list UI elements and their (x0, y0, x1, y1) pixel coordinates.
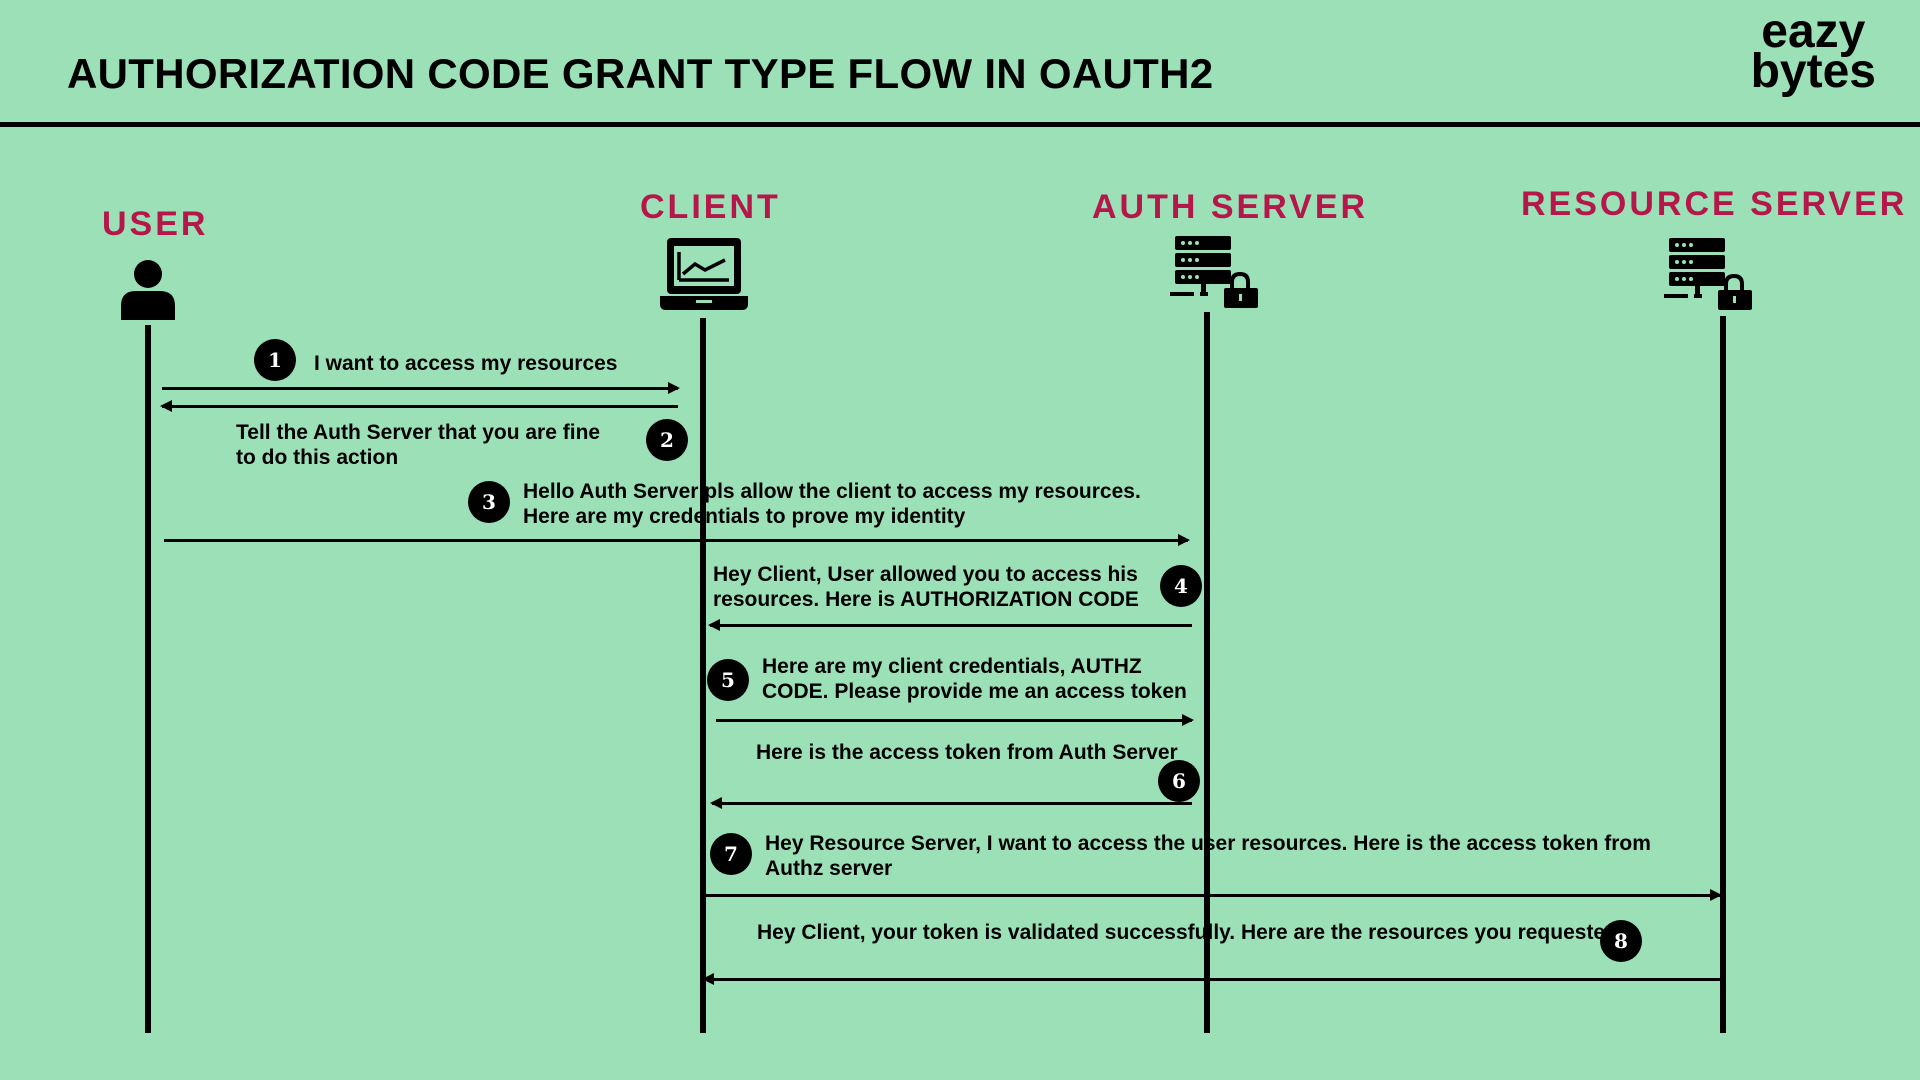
message-arrow (708, 619, 1192, 630)
actor-label-auth-server: AUTH SERVER (1092, 188, 1369, 226)
step-number-badge: 3 (468, 481, 510, 523)
step-message: Here are my client credentials, AUTHZ CO… (762, 654, 1187, 704)
message-arrow (716, 714, 1194, 725)
step-message: I want to access my resources (314, 351, 618, 376)
step-message-line: Here is the access token from Auth Serve… (756, 741, 1178, 764)
user-icon (121, 260, 175, 320)
step-number-badge: 7 (710, 833, 752, 875)
actor-label-user: USER (102, 205, 209, 243)
step-message: Hey Resource Server, I want to access th… (765, 831, 1651, 881)
actor-label-resource-server: RESOURCE SERVER (1521, 185, 1908, 223)
step-message: Hey Client, your token is validated succ… (757, 920, 1605, 945)
resource-server-lifeline (1720, 316, 1726, 1033)
step-message-line: CODE. Please provide me an access token (762, 680, 1187, 703)
step-number-badge: 5 (707, 659, 749, 701)
message-arrow (162, 382, 680, 393)
header-divider (0, 122, 1920, 127)
step-message-line: Hey Resource Server, I want to access th… (765, 832, 1651, 855)
actor-label-client: CLIENT (640, 188, 781, 226)
step-number-badge: 2 (646, 419, 688, 461)
message-arrow (164, 534, 1190, 545)
step-message: Here is the access token from Auth Serve… (756, 740, 1178, 765)
step-message-line: Hello Auth Server pls allow the client t… (523, 480, 1141, 503)
step-message-line: to do this action (236, 446, 399, 469)
step-message-line: Here are my client credentials, AUTHZ (762, 655, 1142, 678)
step-message-line: Here are my credentials to prove my iden… (523, 505, 966, 528)
page-title: AUTHORIZATION CODE GRANT TYPE FLOW IN OA… (67, 50, 1214, 97)
eazybytes-logo: eazy bytes (1750, 5, 1876, 98)
step-message-line: Hey Client, your token is validated succ… (757, 921, 1606, 944)
step-number-badge: 6 (1158, 760, 1200, 802)
step-number-badge: 4 (1160, 565, 1202, 607)
step-number-badge: 8 (1600, 920, 1642, 962)
laptop-icon (660, 238, 748, 310)
user-lifeline (145, 325, 151, 1033)
auth-server-lifeline (1204, 312, 1210, 1033)
logo-line-2: bytes (1750, 45, 1876, 98)
step-message: Tell the Auth Server that you are fine t… (236, 420, 600, 470)
message-arrow (700, 889, 1722, 900)
locked-server-icon (1664, 238, 1752, 310)
message-arrow (710, 797, 1192, 808)
message-arrow (160, 400, 678, 411)
step-message: Hello Auth Server pls allow the client t… (523, 479, 1141, 529)
step-number-badge: 1 (254, 339, 296, 381)
client-lifeline (700, 318, 706, 1033)
step-message-line: Tell the Auth Server that you are fine (236, 421, 601, 444)
step-message-line: Authz server (765, 857, 893, 880)
step-message-line: resources. Here is AUTHORIZATION CODE (713, 588, 1139, 611)
step-message-line: Hey Client, User allowed you to access h… (713, 563, 1138, 586)
step-message-line: I want to access my resources (314, 352, 618, 375)
step-message: Hey Client, User allowed you to access h… (713, 562, 1139, 612)
logo-line-1: eazy (1761, 5, 1866, 58)
message-arrow (702, 973, 1724, 984)
locked-server-icon (1170, 236, 1258, 308)
